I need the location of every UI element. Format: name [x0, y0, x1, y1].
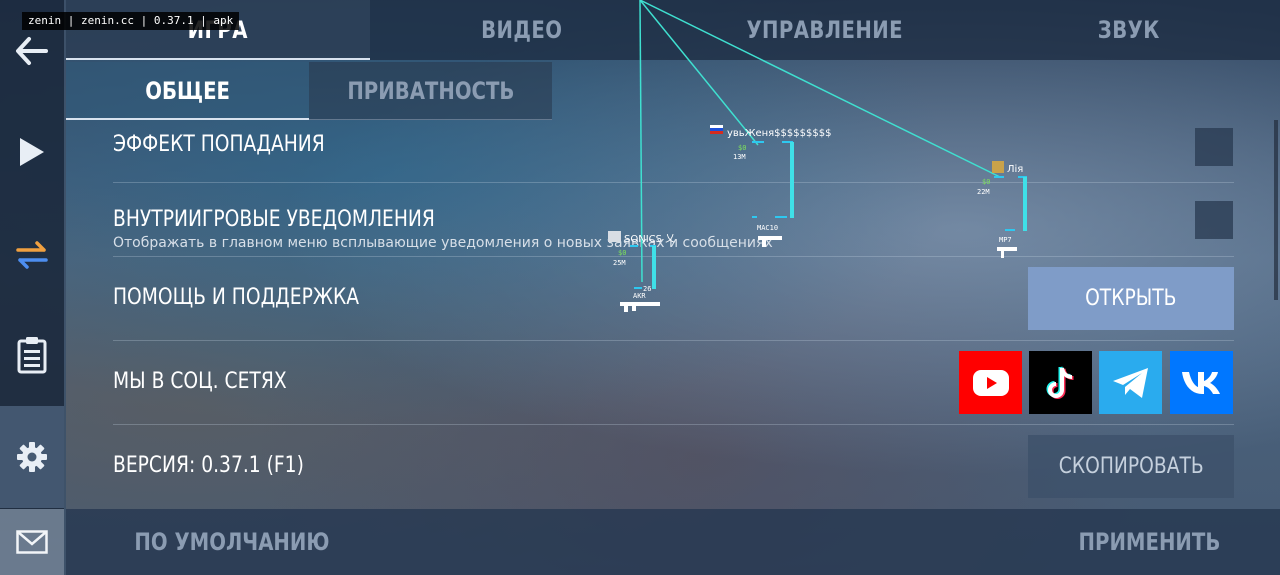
reset-defaults-button[interactable]: ПО УМОЛЧАНИЮ [113, 509, 351, 575]
play-button[interactable] [0, 119, 64, 185]
mail-button[interactable] [0, 509, 64, 575]
gear-icon [17, 442, 47, 472]
mail-icon [16, 530, 48, 554]
tasks-button[interactable] [0, 322, 64, 388]
tab-label: ВИДЕО [480, 16, 562, 44]
vk-icon [1181, 371, 1220, 394]
tab-video[interactable]: ВИДЕО [370, 0, 674, 60]
tab-game[interactable]: ИГРА [66, 0, 370, 60]
swap-arrows-icon [16, 241, 48, 269]
open-help-button[interactable]: ОТКРЫТЬ [1028, 267, 1234, 330]
subtab-label: ОБЩЕЕ [145, 77, 230, 105]
setting-row-notifications: ВНУТРИИГРОВЫЕ УВЕДОМЛЕНИЯ Отображать в г… [113, 183, 1234, 257]
settings-button[interactable] [0, 406, 64, 508]
tab-label: ИГРА [187, 16, 248, 44]
setting-row-help: ПОМОЩЬ И ПОДДЕРЖКА ОТКРЫТЬ [113, 257, 1234, 341]
button-label: ПО УМОЛЧАНИЮ [134, 528, 330, 556]
tab-label: ЗВУК [1097, 16, 1160, 44]
play-icon [20, 138, 44, 166]
setting-row-version: ВЕРСИЯ: 0.37.1 (F1) СКОПИРОВАТЬ [113, 425, 1234, 509]
subtab-privacy[interactable]: ПРИВАТНОСТЬ [309, 62, 552, 120]
trade-button[interactable] [0, 222, 64, 288]
clipboard-icon [17, 337, 47, 374]
hit-effect-checkbox[interactable] [1195, 128, 1233, 166]
youtube-link[interactable] [959, 351, 1022, 414]
watermark: zenin | zenin.cc | 0.37.1 | apk [22, 12, 240, 30]
setting-description: Отображать в главном меню всплывающие ув… [113, 235, 773, 251]
tab-label: УПРАВЛЕНИЕ [746, 16, 904, 44]
left-nav [0, 0, 66, 575]
notifications-checkbox[interactable] [1195, 201, 1233, 239]
setting-title: ВНУТРИИГРОВЫЕ УВЕДОМЛЕНИЯ [113, 207, 435, 232]
setting-title: ПОМОЩЬ И ПОДДЕРЖКА [113, 285, 360, 310]
scrollbar[interactable] [1274, 120, 1278, 300]
button-label: ОТКРЫТЬ [1085, 286, 1177, 311]
version-text: ВЕРСИЯ: 0.37.1 (F1) [113, 453, 304, 478]
tiktok-icon [1046, 366, 1074, 399]
sub-tabs: ОБЩЕЕ ПРИВАТНОСТЬ [66, 62, 553, 120]
telegram-link[interactable] [1099, 351, 1162, 414]
back-arrow-icon [16, 37, 48, 65]
apply-button[interactable]: ПРИМЕНИТЬ [1063, 509, 1236, 575]
setting-title: МЫ В СОЦ. СЕТЯХ [113, 369, 287, 394]
subtab-label: ПРИВАТНОСТЬ [346, 77, 515, 105]
setting-row-hit-effect: ЭФФЕКТ ПОПАДАНИЯ [113, 120, 1234, 183]
setting-title: ЭФФЕКТ ПОПАДАНИЯ [113, 132, 325, 157]
tab-sound[interactable]: ЗВУК [977, 0, 1280, 60]
button-label: ПРИМЕНИТЬ [1078, 528, 1221, 556]
vk-link[interactable] [1170, 351, 1233, 414]
back-button[interactable] [0, 18, 64, 84]
setting-row-social: МЫ В СОЦ. СЕТЯХ [113, 341, 1234, 425]
tiktok-link[interactable] [1029, 351, 1092, 414]
copy-version-button[interactable]: СКОПИРОВАТЬ [1028, 435, 1234, 498]
tab-controls[interactable]: УПРАВЛЕНИЕ [673, 0, 977, 60]
bottom-bar: ПО УМОЛЧАНИЮ ПРИМЕНИТЬ [66, 509, 1280, 575]
subtab-general[interactable]: ОБЩЕЕ [66, 62, 309, 120]
top-tabs: ИГРА ВИДЕО УПРАВЛЕНИЕ ЗВУК [66, 0, 1280, 60]
button-label: СКОПИРОВАТЬ [1058, 454, 1204, 479]
youtube-icon [972, 369, 1009, 396]
telegram-icon [1112, 367, 1148, 398]
